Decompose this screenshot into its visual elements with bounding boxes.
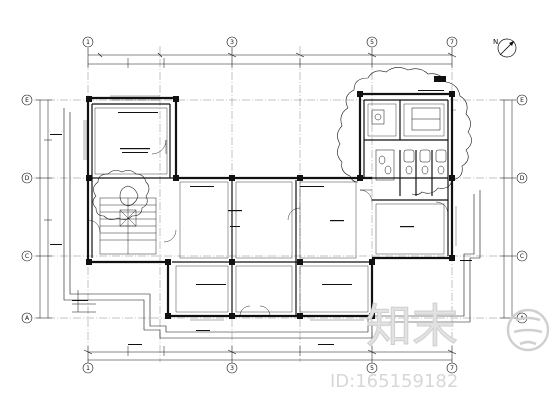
row-bubble-d-right: D — [516, 172, 528, 184]
column-bubble-1-top: 1 — [82, 36, 94, 48]
column-bubble-7-top: 7 — [446, 36, 458, 48]
watermark-logo-text: 知末 — [366, 299, 458, 353]
column-bubble-3-top: 3 — [226, 36, 238, 48]
top-dimension-lines — [87, 48, 453, 68]
left-dimension-lines — [36, 99, 52, 319]
column-bubble-1-bottom: 1 — [82, 362, 94, 374]
column-label: 7 — [450, 365, 454, 372]
column-label: 5 — [370, 365, 374, 372]
row-label: D — [25, 175, 30, 182]
site-boundary — [63, 108, 481, 339]
windows — [83, 95, 457, 321]
column-bubble-5-bottom: 5 — [366, 362, 378, 374]
row-label: E — [25, 97, 29, 104]
interior-walls — [91, 99, 449, 316]
row-bubble-a-left: A — [21, 312, 33, 324]
row-label: A — [25, 315, 30, 322]
column-bubble-3-bottom: 3 — [226, 362, 238, 374]
north-label: N — [493, 38, 498, 46]
north-arrow-icon: N — [493, 38, 517, 58]
column-label: 3 — [230, 365, 234, 372]
row-label: E — [520, 97, 524, 104]
annotation-marks — [50, 76, 472, 345]
watermark-id: ID:165159182 — [330, 371, 458, 392]
column-label: 1 — [86, 365, 90, 372]
column-bubble-5-top: 5 — [366, 36, 378, 48]
row-bubble-e-left: E — [21, 94, 33, 106]
doors — [87, 139, 449, 317]
column-label: 7 — [450, 39, 454, 46]
staircase — [99, 197, 157, 255]
row-label: D — [520, 175, 525, 182]
row-label: C — [25, 253, 29, 260]
row-label: C — [520, 253, 524, 260]
watermark-logo-mark — [506, 308, 550, 352]
row-bubble-c-left: C — [21, 250, 33, 262]
right-dimension-lines — [500, 99, 516, 319]
column-label: 3 — [230, 39, 234, 46]
row-bubble-e-right: E — [516, 94, 528, 106]
wall-lining — [94, 103, 445, 313]
structural-columns — [86, 91, 455, 319]
row-bubble-c-right: C — [516, 250, 528, 262]
column-label: 5 — [370, 39, 374, 46]
restroom-fixtures — [371, 107, 447, 181]
column-label: 1 — [86, 39, 90, 46]
row-bubble-d-left: D — [21, 172, 33, 184]
column-bubble-7-bottom: 7 — [446, 362, 458, 374]
dimension-ticks — [83, 52, 457, 355]
